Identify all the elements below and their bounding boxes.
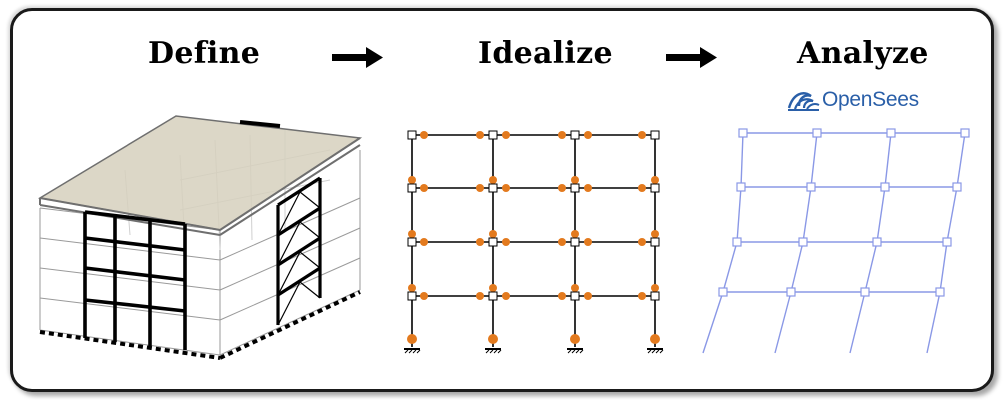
step-title-analyze: Analyze: [797, 36, 929, 71]
deformed-shape-plot: [702, 128, 970, 354]
step-title-idealize: Idealize: [478, 36, 613, 71]
idealized-2d-frame: [404, 130, 664, 354]
opensees-logo: OpenSees: [787, 88, 919, 112]
right-arrow-icon: [666, 47, 717, 68]
right-arrow-icon: [332, 47, 383, 68]
opensees-wave-icon: [787, 92, 820, 111]
opensees-logo-text: OpenSees: [822, 88, 919, 111]
building-3d-model: [37, 115, 363, 360]
step-title-define: Define: [148, 36, 261, 71]
